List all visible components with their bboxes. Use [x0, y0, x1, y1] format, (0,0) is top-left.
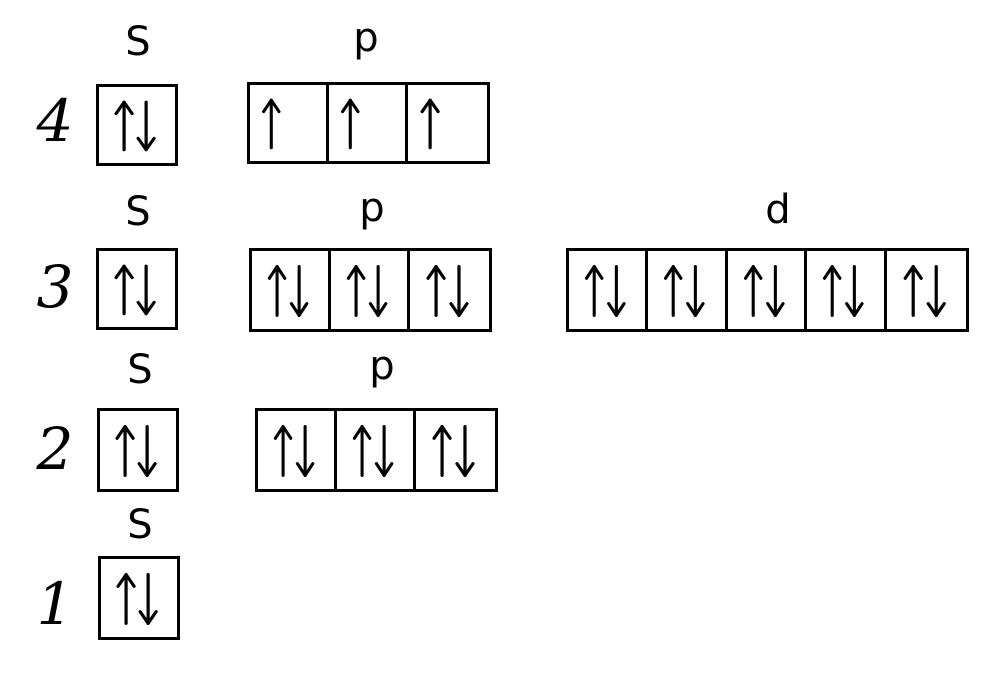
spin-arrows	[267, 265, 309, 317]
spin-arrows	[432, 425, 475, 477]
spin-up-arrow	[426, 265, 446, 317]
spin-arrows	[426, 265, 469, 317]
orbital-box-3p	[249, 248, 492, 332]
spin-arrows	[273, 425, 315, 477]
spin-arrows	[420, 98, 440, 150]
spin-up-arrow	[341, 98, 360, 150]
orbital-cell	[569, 251, 649, 329]
orbital-box-4p	[247, 82, 490, 164]
orbital-box-2p	[255, 408, 498, 492]
spin-up-arrow	[743, 265, 763, 317]
shell-label-4: 4	[36, 87, 74, 155]
spin-up-arrow	[114, 100, 134, 152]
spin-arrows	[115, 425, 157, 477]
spin-down-arrow	[295, 425, 315, 477]
spin-arrows	[823, 265, 864, 317]
spin-up-arrow	[114, 264, 134, 316]
subshell-label-3s: S	[125, 189, 151, 235]
subshell-label-3p: p	[359, 185, 385, 231]
spin-arrows	[743, 265, 785, 317]
orbital-cell	[100, 411, 176, 489]
spin-down-arrow	[686, 265, 705, 317]
spin-arrows	[341, 98, 360, 150]
subshell-label-4p: p	[353, 15, 379, 61]
spin-up-arrow	[903, 265, 923, 317]
orbital-cell	[250, 85, 329, 161]
orbital-cell	[728, 251, 808, 329]
spin-down-arrow	[368, 265, 388, 317]
spin-down-arrow	[137, 425, 157, 477]
shell-label-1: 1	[36, 570, 74, 638]
spin-down-arrow	[765, 265, 785, 317]
spin-up-arrow	[664, 265, 683, 317]
orbital-cell	[887, 251, 966, 329]
spin-down-arrow	[138, 573, 158, 625]
orbital-box-1s	[98, 556, 180, 640]
orbital-cell	[410, 251, 489, 329]
spin-arrows	[584, 265, 626, 317]
shell-label-3: 3	[36, 253, 74, 321]
spin-arrows	[116, 573, 158, 625]
spin-up-arrow	[116, 573, 136, 625]
orbital-box-4s	[96, 84, 178, 166]
orbital-cell	[101, 559, 177, 637]
spin-up-arrow	[432, 425, 452, 477]
spin-up-arrow	[823, 265, 842, 317]
spin-arrows	[346, 265, 388, 317]
orbital-cell	[329, 85, 408, 161]
spin-arrows	[352, 425, 394, 477]
orbital-cell	[648, 251, 728, 329]
orbital-cell	[331, 251, 410, 329]
orbital-box-2s	[97, 408, 179, 492]
subshell-label-3d: d	[765, 187, 791, 233]
orbital-cell	[337, 411, 416, 489]
spin-down-arrow	[455, 425, 475, 477]
spin-arrows	[114, 100, 156, 152]
spin-down-arrow	[374, 425, 394, 477]
spin-arrows	[664, 265, 705, 317]
spin-up-arrow	[584, 265, 604, 317]
subshell-label-2s: S	[127, 347, 153, 393]
orbital-cell	[99, 87, 175, 163]
spin-up-arrow	[420, 98, 440, 150]
subshell-label-2p: p	[369, 343, 395, 389]
spin-up-arrow	[346, 265, 366, 317]
orbital-box-3s	[96, 248, 178, 330]
spin-down-arrow	[136, 264, 156, 316]
spin-down-arrow	[845, 265, 864, 317]
spin-up-arrow	[267, 265, 287, 317]
orbital-cell	[258, 411, 337, 489]
spin-down-arrow	[289, 265, 309, 317]
orbital-cell	[807, 251, 887, 329]
spin-up-arrow	[273, 425, 293, 477]
spin-down-arrow	[607, 265, 626, 317]
spin-arrows	[903, 265, 946, 317]
spin-up-arrow	[262, 98, 281, 150]
spin-arrows	[114, 264, 156, 316]
orbital-cell	[252, 251, 331, 329]
spin-arrows	[262, 98, 281, 150]
spin-down-arrow	[136, 100, 156, 152]
orbital-box-3d	[566, 248, 969, 332]
subshell-label-4s: S	[125, 19, 151, 65]
orbital-cell	[408, 85, 487, 161]
spin-up-arrow	[352, 425, 372, 477]
subshell-label-1s: S	[127, 502, 153, 548]
spin-down-arrow	[449, 265, 469, 317]
spin-down-arrow	[926, 265, 946, 317]
spin-up-arrow	[115, 425, 135, 477]
shell-label-2: 2	[36, 415, 74, 483]
orbital-cell	[99, 251, 175, 327]
orbital-cell	[416, 411, 495, 489]
